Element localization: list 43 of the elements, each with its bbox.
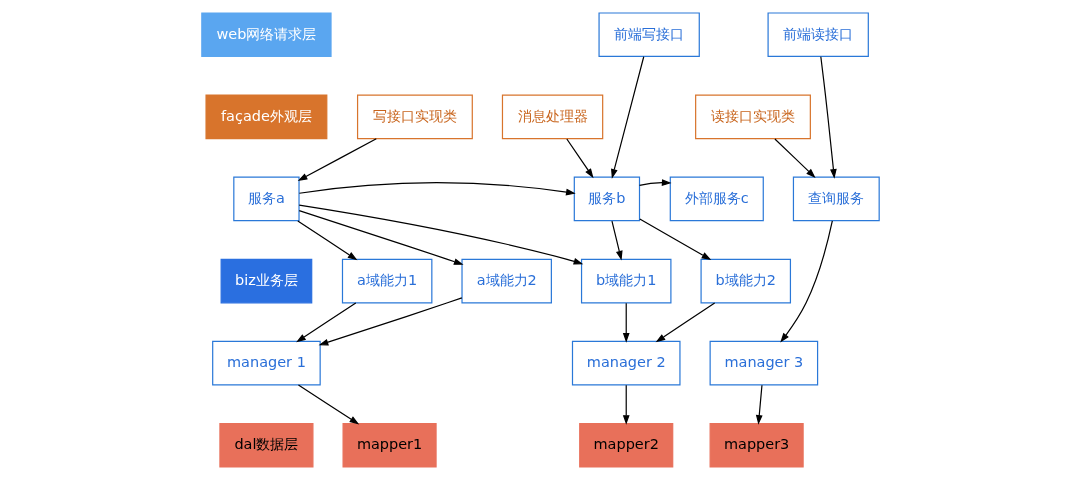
- node-box: 查询服务: [792, 176, 880, 222]
- arrow: [295, 302, 356, 343]
- node-box: 前端读接口: [767, 12, 869, 58]
- arrow: [638, 179, 672, 187]
- node-box: façade外观层: [204, 94, 327, 140]
- node-box: manager 1: [211, 340, 321, 386]
- node-box: 消息处理器: [501, 94, 603, 140]
- node-box: 外部服务c: [669, 176, 764, 222]
- node-box: a域能力2: [460, 258, 552, 304]
- arrow: [610, 56, 644, 179]
- node-box: mapper2: [578, 422, 673, 468]
- arrow: [638, 218, 711, 261]
- node-box: mapper1: [342, 422, 437, 468]
- node-box: biz业务层: [220, 258, 312, 304]
- arrow: [296, 220, 357, 261]
- node-box: b域能力2: [699, 258, 791, 304]
- node-box: web网络请求层: [200, 12, 332, 58]
- arrow: [318, 297, 462, 346]
- node-box: 读接口实现类: [694, 94, 811, 140]
- node-box: 服务a: [232, 176, 300, 222]
- arrow: [655, 302, 715, 343]
- node-box: 服务b: [573, 176, 640, 222]
- arrow: [755, 384, 763, 425]
- node-box: b域能力1: [580, 258, 671, 304]
- arrow: [779, 220, 833, 343]
- arrow: [297, 384, 359, 425]
- arrow: [819, 56, 837, 179]
- arrow: [622, 384, 630, 425]
- arrow: [565, 138, 594, 179]
- arrow: [622, 302, 630, 343]
- node-box: a域能力1: [341, 258, 432, 304]
- node-box: manager 3: [709, 340, 818, 386]
- arrow: [297, 138, 377, 181]
- node-box: 写接口实现类: [356, 94, 473, 140]
- node-box: manager 2: [571, 340, 681, 386]
- arrow: [298, 182, 576, 196]
- node-box: 前端写接口: [597, 12, 700, 58]
- node-box: dal数据层: [218, 422, 313, 468]
- arrow: [298, 210, 464, 265]
- arrow: [298, 204, 583, 265]
- arrow: [773, 138, 816, 178]
- arrow: [610, 220, 623, 261]
- node-box: mapper3: [709, 422, 804, 468]
